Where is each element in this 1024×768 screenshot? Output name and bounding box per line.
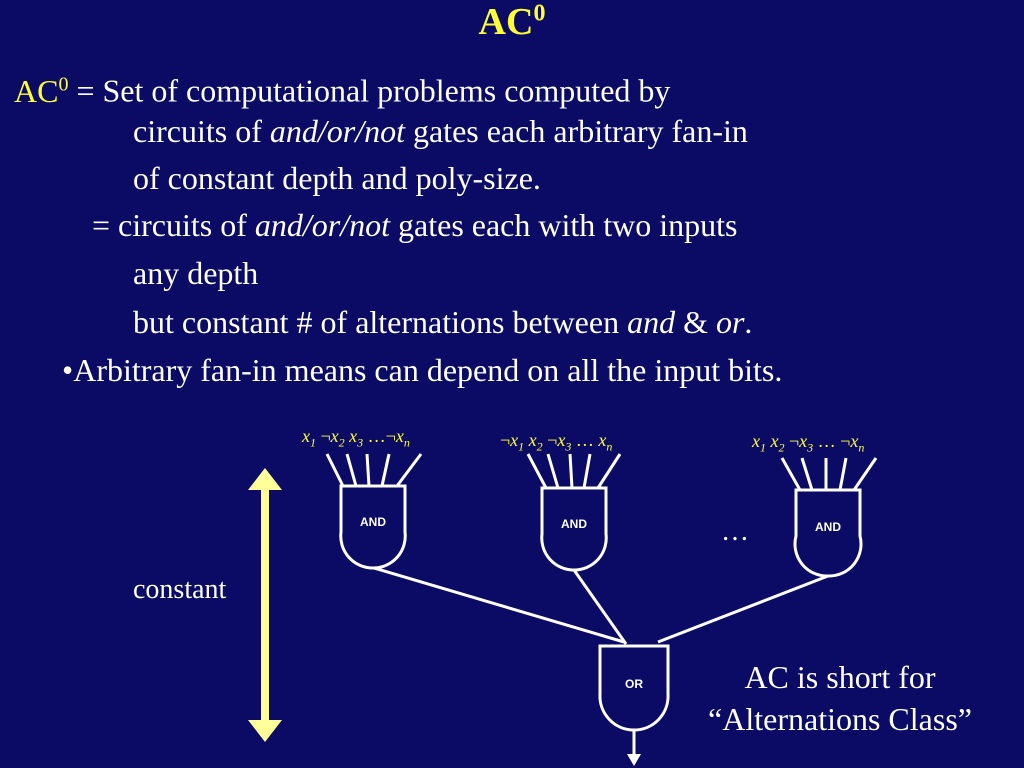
or-gate-label: OR	[625, 677, 643, 691]
and-gate-2: AND	[526, 453, 622, 572]
bullet-fan-in: •Arbitrary fan-in means can depend on al…	[62, 352, 783, 388]
term-ac0: AC0	[14, 72, 69, 109]
depth-arrow	[248, 468, 282, 742]
definition-line-2: circuits of and/or/not gates each arbitr…	[133, 113, 748, 149]
gates-ellipsis: …	[721, 516, 749, 547]
and-gate-2-label: AND	[561, 517, 587, 531]
and-gate-1: AND	[325, 453, 423, 570]
and-gate-3-label: AND	[815, 520, 841, 534]
and-to-or-wires	[373, 566, 829, 645]
definition-line-5: any depth	[133, 255, 259, 291]
and-gate-1-label: AND	[360, 515, 386, 529]
definition-line-3: of constant depth and poly-size.	[133, 160, 541, 196]
slide-title: AC0	[478, 0, 546, 43]
gate2-inputs-label: ¬x1 x2 ¬x3 … xn	[500, 430, 613, 454]
definition-line-1: AC0 = Set of computational problems comp…	[14, 72, 671, 109]
and-gate-3: AND	[780, 457, 878, 578]
depth-label: constant	[133, 574, 227, 605]
definition-line-6: but constant # of alternations between a…	[133, 304, 753, 340]
definition-line-4: = circuits of and/or/not gates each with…	[92, 207, 738, 243]
or-gate: OR	[598, 644, 670, 766]
gate1-inputs-label: x1 ¬x2 x3 …¬xn	[302, 426, 410, 450]
gate3-inputs-label: x1 x2 ¬x3 … ¬xn	[752, 431, 865, 455]
note-ac-meaning: AC is short for “Alternations Class”	[708, 659, 972, 737]
